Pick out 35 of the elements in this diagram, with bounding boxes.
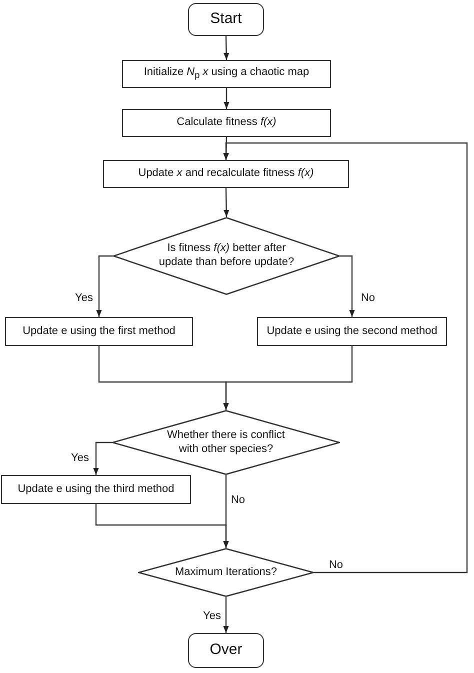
arrow <box>93 442 112 475</box>
edge-label: Yes <box>74 292 94 304</box>
arrow <box>224 36 230 60</box>
process-box <box>5 317 193 346</box>
node-text: Calculate fitness f(x) <box>176 116 276 130</box>
process-box <box>122 60 331 88</box>
arrow <box>95 504 229 548</box>
edge-label: Yes <box>70 452 90 464</box>
terminal-box <box>188 3 264 36</box>
node-text: Whether there is conflict with other species? <box>166 428 286 456</box>
edge-label: No <box>230 494 246 506</box>
arrow <box>96 255 113 317</box>
process-box <box>122 109 331 137</box>
node-text: Maximum Iterations? <box>174 566 278 580</box>
edge-label: Yes <box>202 610 222 622</box>
node-text: Update x and recalculate fitness f(x) <box>138 167 314 181</box>
node-text: Start <box>210 10 242 29</box>
process-box <box>257 317 447 346</box>
arrow <box>223 597 229 633</box>
node-text: Update e using the first method <box>22 324 176 338</box>
process-box <box>1 475 191 504</box>
terminal-box <box>188 633 264 668</box>
node-text: Is fitness f(x) better after update than before update? <box>158 242 296 270</box>
arrow <box>223 346 353 410</box>
arrow <box>340 255 355 317</box>
node-text: Over <box>210 641 242 660</box>
edge-label: No <box>328 559 344 571</box>
node-text: Initialize N$_{p}$ x using a chaotic map <box>144 66 310 82</box>
arrow <box>224 188 230 218</box>
node-text: Update e using the third method <box>18 482 174 496</box>
arrow <box>223 142 468 574</box>
edge-label: No <box>360 292 376 304</box>
node-text: Update e using the second method <box>266 324 438 338</box>
process-box <box>103 160 349 188</box>
arrow <box>224 88 230 109</box>
